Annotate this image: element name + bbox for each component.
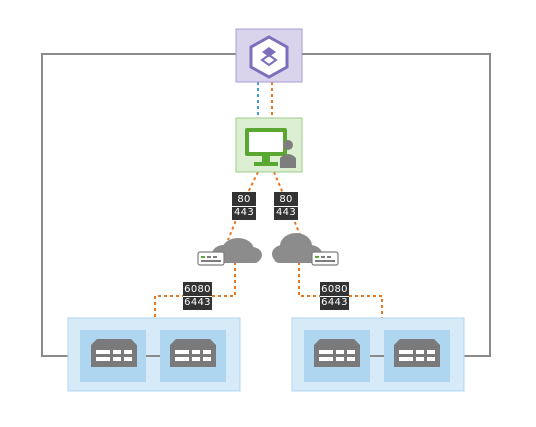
layered-hexagon-icon [249, 35, 289, 79]
ws-left-port-label: 80 443 [232, 192, 256, 220]
right-cluster[interactable] [291, 317, 465, 392]
server-node[interactable] [80, 330, 146, 382]
ws-right-cloud-link [273, 171, 303, 241]
server-icon [170, 339, 216, 367]
port-divider [274, 206, 298, 207]
cloud-icon [272, 233, 322, 263]
server-icon [91, 339, 137, 367]
cluster-left-port-label: 6080 6443 [183, 282, 212, 310]
port-number: 6443 [184, 297, 211, 308]
workstation-node[interactable] [235, 117, 303, 173]
left-cloud-node[interactable] [197, 238, 262, 266]
port-number: 6080 [184, 284, 211, 295]
port-number: 6080 [321, 284, 348, 295]
frame-connector-right [302, 53, 491, 357]
port-number: 443 [276, 207, 296, 218]
hub-node[interactable] [235, 28, 303, 83]
frame-connector-left [41, 53, 236, 357]
server-node[interactable] [384, 330, 450, 382]
cluster-right-port-label: 6080 6443 [320, 282, 349, 310]
server-node[interactable] [304, 330, 370, 382]
server-icon [314, 339, 360, 367]
server-node[interactable] [160, 330, 226, 382]
port-number: 6443 [321, 297, 348, 308]
port-number: 80 [237, 194, 251, 205]
router-icon [197, 251, 225, 266]
right-cloud-node[interactable] [272, 233, 339, 266]
port-number: 80 [279, 194, 293, 205]
server-icon [394, 339, 440, 367]
left-cluster[interactable] [67, 317, 241, 392]
monitor-user-icon [245, 128, 296, 168]
router-icon [311, 251, 339, 266]
port-number: 443 [234, 207, 254, 218]
port-divider [232, 206, 256, 207]
port-divider [320, 296, 349, 297]
port-divider [183, 296, 212, 297]
ws-right-port-label: 80 443 [274, 192, 298, 220]
right-cloud-cluster-link [298, 262, 383, 318]
